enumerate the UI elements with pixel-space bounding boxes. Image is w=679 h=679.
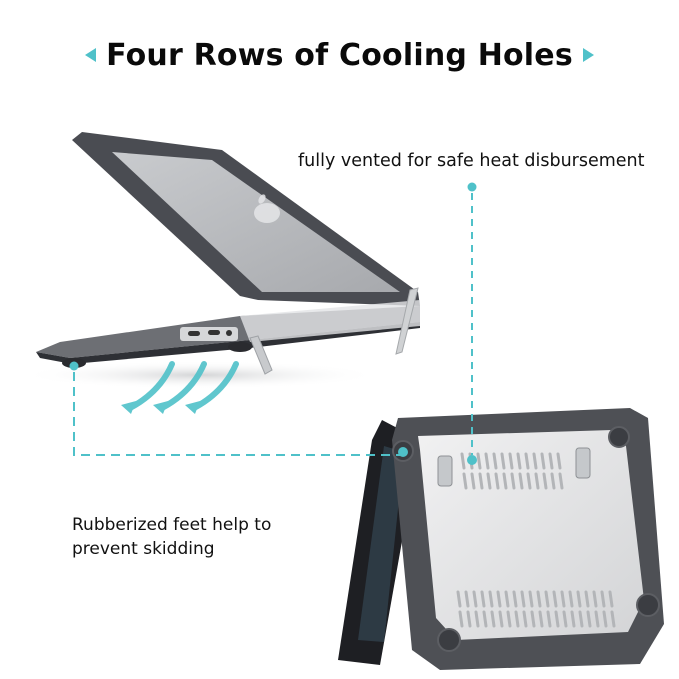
page-title: Four Rows of Cooling Holes	[106, 37, 573, 73]
callout-connector-vented	[467, 182, 477, 465]
apple-logo-icon	[254, 194, 280, 223]
header: Four Rows of Cooling Holes	[0, 30, 679, 80]
callout-vented-text: fully vented for safe heat disbursement	[298, 151, 645, 171]
airflow-arrows-icon	[121, 361, 239, 414]
callout-feet-text: Rubberized feet help to prevent skidding	[72, 513, 271, 561]
laptop-side-view	[20, 132, 420, 389]
laptop-tent-view	[338, 408, 664, 670]
triangle-right-icon	[582, 48, 594, 62]
callout-connector-feet	[69, 361, 408, 457]
callout-feet-line2: prevent skidding	[72, 539, 215, 559]
callout-feet-line1: Rubberized feet help to	[72, 515, 272, 535]
triangle-left-icon	[85, 48, 97, 62]
